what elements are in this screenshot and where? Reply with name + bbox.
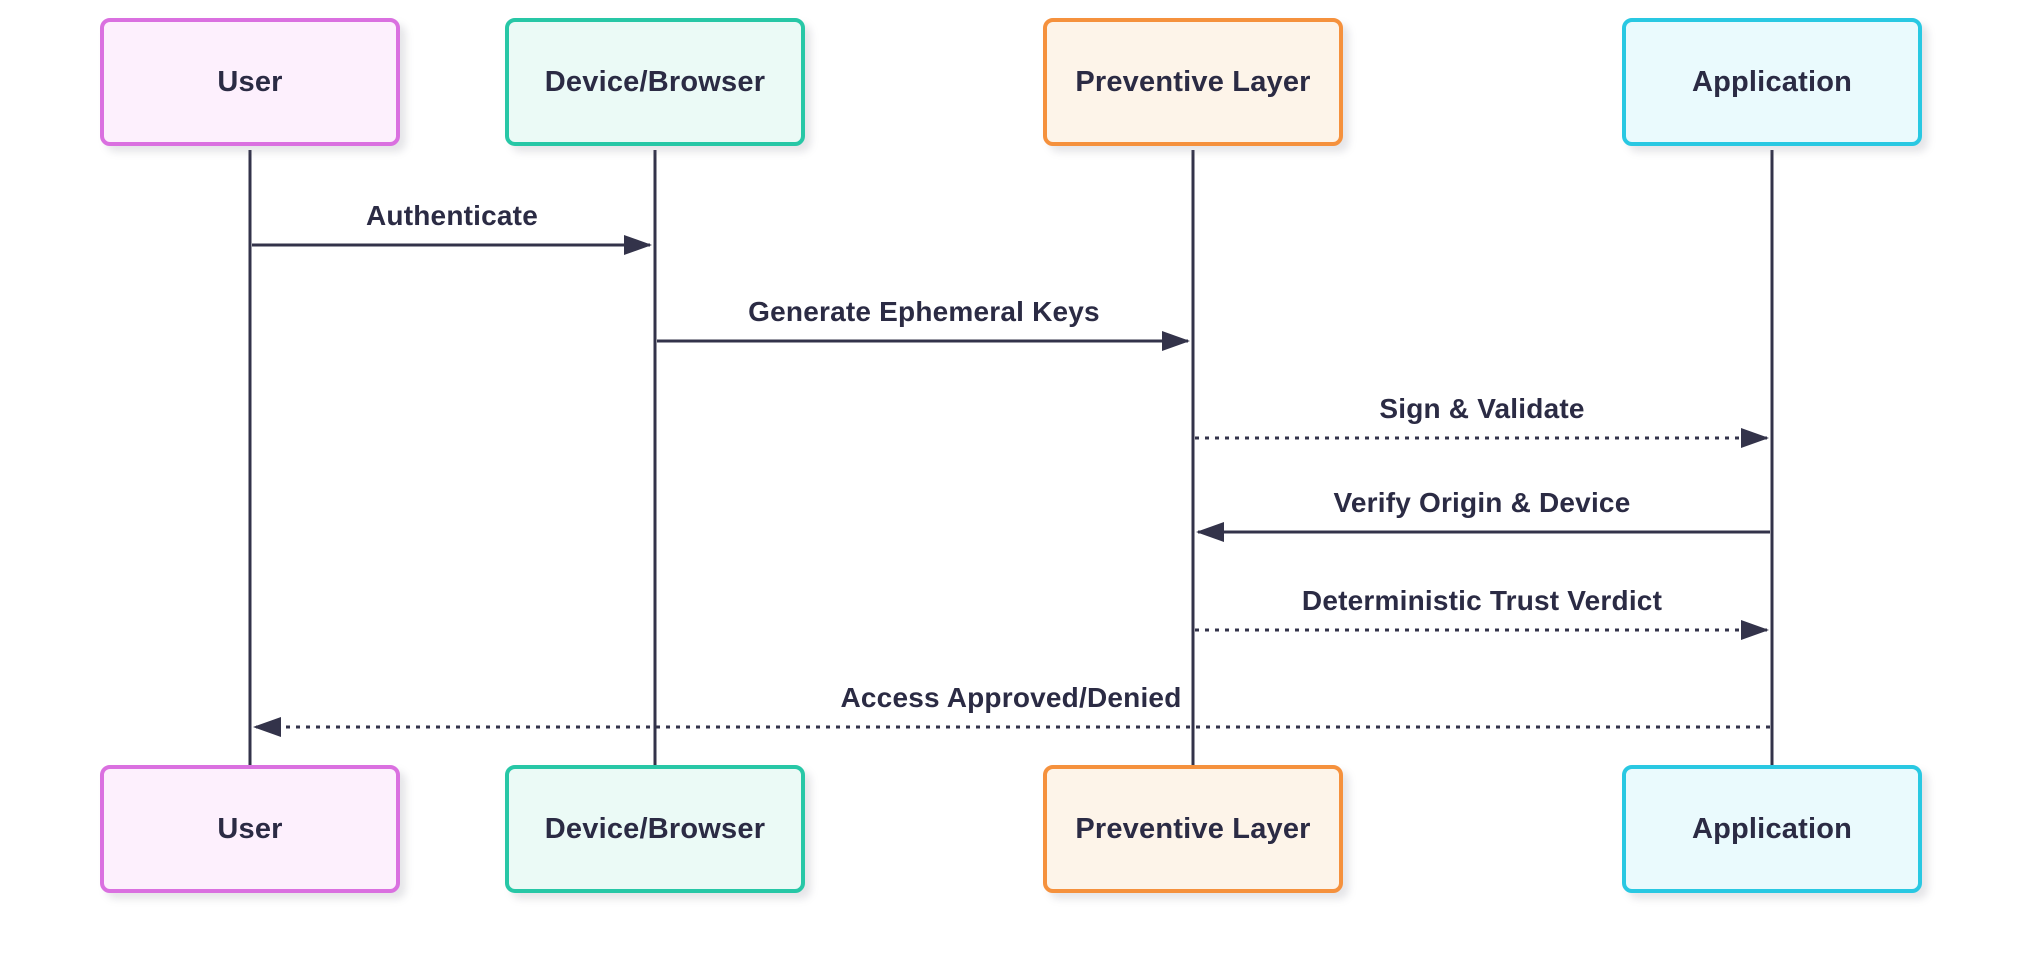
message-label-verify-origin-device: Verify Origin & Device: [1333, 487, 1631, 518]
actor-label-application-top: Application: [1691, 65, 1853, 98]
actor-box-user-top: User: [100, 18, 400, 146]
actor-box-preventive-layer-bottom: Preventive Layer: [1043, 765, 1343, 893]
actor-box-application-bottom: Application: [1622, 765, 1922, 893]
message-label-generate-ephemeral-keys: Generate Ephemeral Keys: [748, 296, 1100, 327]
actor-box-application-top: Application: [1622, 18, 1922, 146]
message-label-deterministic-trust-verdict: Deterministic Trust Verdict: [1301, 585, 1663, 616]
actor-label-application-bottom: Application: [1691, 812, 1853, 845]
actor-box-user-bottom: User: [100, 765, 400, 893]
actor-label-device-browser-bottom: Device/Browser: [544, 812, 766, 845]
message-label-access-approved-denied: Access Approved/Denied: [840, 682, 1182, 713]
actor-label-preventive-layer-top: Preventive Layer: [1075, 65, 1311, 98]
actor-label-user-bottom: User: [217, 812, 283, 845]
actor-box-device-browser-top: Device/Browser: [505, 18, 805, 146]
message-label-sign-validate: Sign & Validate: [1379, 393, 1585, 424]
message-label-authenticate: Authenticate: [366, 200, 538, 231]
actor-label-user-top: User: [217, 65, 283, 98]
actor-box-device-browser-bottom: Device/Browser: [505, 765, 805, 893]
actor-label-device-browser-top: Device/Browser: [544, 65, 766, 98]
actor-box-preventive-layer-top: Preventive Layer: [1043, 18, 1343, 146]
actor-label-preventive-layer-bottom: Preventive Layer: [1075, 812, 1311, 845]
